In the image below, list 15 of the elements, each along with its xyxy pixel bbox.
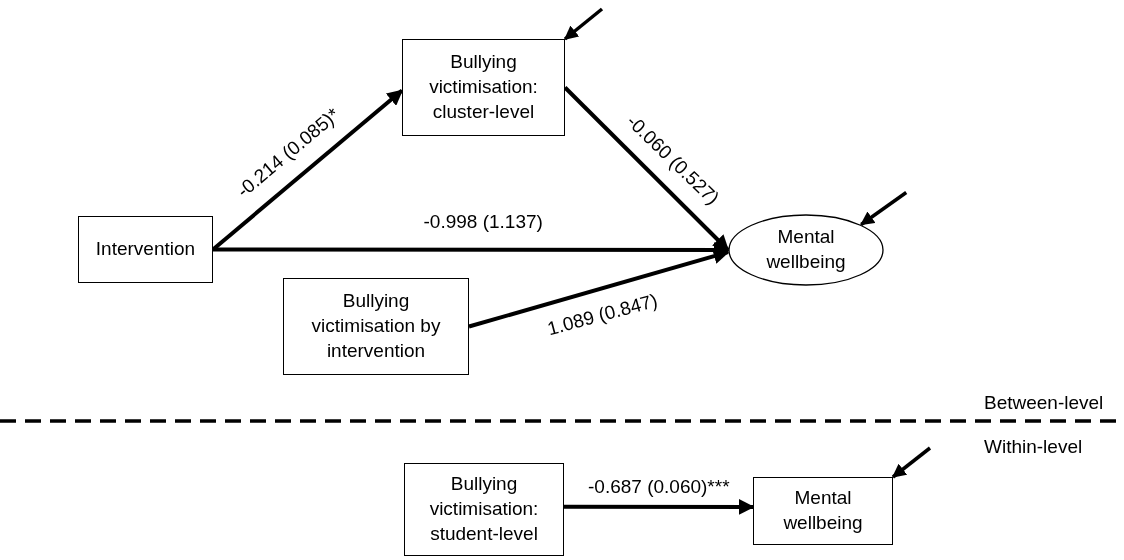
arrow [891, 446, 932, 479]
variable-box: Bullying victimisation by intervention [283, 278, 469, 375]
edge-label: -0.998 (1.137) [423, 211, 543, 233]
arrow [860, 191, 908, 226]
variable-ellipse: Mental wellbeing [728, 214, 884, 286]
variable-box: Bullying victimisation: student-level [404, 463, 564, 556]
variable-box: Mental wellbeing [753, 477, 893, 545]
edge-label: -0.687 (0.060)*** [588, 476, 730, 498]
arrow [563, 7, 604, 41]
level-label: Within-level [984, 436, 1083, 458]
arrow [564, 498, 755, 515]
variable-box: Bullying victimisation: cluster-level [402, 39, 565, 136]
edge-label: 1.089 (0.847) [544, 289, 660, 341]
level-label: Between-level [984, 392, 1104, 414]
variable-box: Intervention [78, 216, 213, 283]
